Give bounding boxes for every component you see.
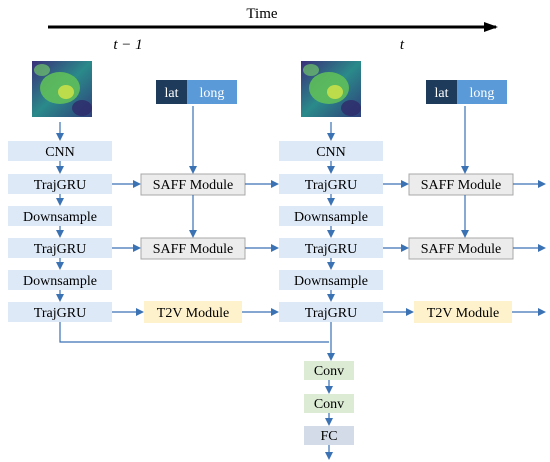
trajgru-box: [8, 174, 112, 194]
downsample-box: [8, 206, 112, 226]
trajgru-box: [279, 302, 383, 322]
downsample-box: [279, 270, 383, 290]
latlong-curr: lat long: [426, 80, 507, 104]
side-modules: SAFF Module SAFF Module T2V Module SAFF …: [140, 173, 514, 323]
cnn-label: CNN: [45, 145, 75, 160]
trajgru-label: TrajGRU: [305, 178, 357, 193]
fc-box: [304, 426, 354, 445]
trajgru-box: [279, 238, 383, 258]
trajgru-box: [8, 238, 112, 258]
input-image-prev: [32, 61, 92, 117]
conv-box: [304, 394, 354, 413]
output-head: Conv Conv FC: [304, 361, 354, 445]
column-curr: CNN TrajGRU Downsample TrajGRU Downsampl…: [279, 141, 383, 322]
conv-box: [304, 361, 354, 380]
trajgru-label: TrajGRU: [305, 306, 357, 321]
trajgru-label: TrajGRU: [34, 178, 86, 193]
downsample-box: [8, 270, 112, 290]
cnn-box: [8, 141, 112, 161]
saff-label: SAFF Module: [153, 178, 234, 193]
timeline: Time t − 1 t: [48, 6, 498, 53]
downsample-box: [279, 206, 383, 226]
downsample-label: Downsample: [294, 274, 368, 289]
lat-label: lat: [165, 86, 179, 101]
t2v-label: T2V Module: [427, 306, 499, 321]
lat-label: lat: [435, 86, 449, 101]
trajgru-label: TrajGRU: [34, 242, 86, 257]
latlong-prev: lat long: [156, 80, 237, 104]
trajgru-box: [279, 174, 383, 194]
conv-label: Conv: [314, 364, 344, 379]
downsample-label: Downsample: [23, 274, 97, 289]
t-curr-label: t: [400, 37, 405, 53]
column-prev: CNN TrajGRU Downsample TrajGRU Downsampl…: [8, 141, 112, 322]
downsample-label: Downsample: [23, 210, 97, 225]
downsample-label: Downsample: [294, 210, 368, 225]
saff-label: SAFF Module: [421, 242, 502, 257]
saff-label: SAFF Module: [153, 242, 234, 257]
t2v-label: T2V Module: [157, 306, 229, 321]
connectors: [56, 106, 546, 460]
input-image-curr: [301, 61, 361, 117]
trajgru-label: TrajGRU: [305, 242, 357, 257]
conv-label: Conv: [314, 397, 344, 412]
trajgru-box: [8, 302, 112, 322]
long-label: long: [200, 86, 225, 101]
cnn-label: CNN: [316, 145, 346, 160]
cnn-box: [279, 141, 383, 161]
t2v-module-box: [414, 301, 512, 323]
fc-label: FC: [320, 429, 337, 444]
time-label: Time: [246, 6, 277, 22]
saff-label: SAFF Module: [421, 178, 502, 193]
t2v-module-box: [144, 301, 242, 323]
trajgru-label: TrajGRU: [34, 306, 86, 321]
t-prev-label: t − 1: [113, 37, 142, 53]
long-label: long: [470, 86, 495, 101]
